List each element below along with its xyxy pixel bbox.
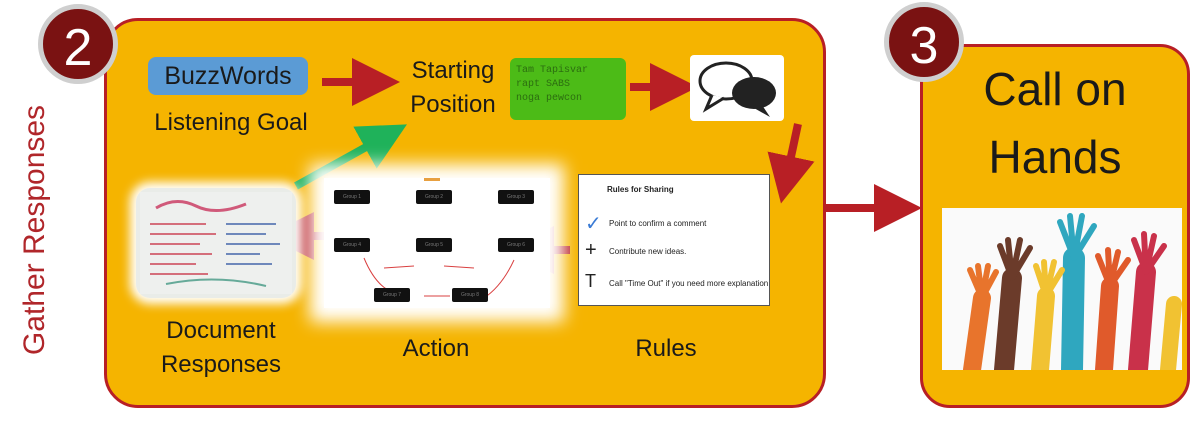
action-block: Group 5 [416, 238, 452, 252]
starting-position-card: Tam Tapisvar rapt SABS noga pewcon [510, 58, 626, 120]
speech-bubbles-image [690, 55, 784, 121]
rule-item: Contribute new ideas. [609, 247, 687, 256]
raised-hands-icon [963, 213, 1182, 370]
timeout-icon: T [585, 271, 596, 291]
action-block: Group 1 [334, 190, 370, 204]
responses-label-line2: Responses [160, 351, 282, 378]
raised-hands-image [942, 208, 1182, 370]
action-block: Group 7 [374, 288, 410, 302]
buzzwords-logo: BuzzWords [148, 57, 308, 95]
step-3-badge: 3 [884, 2, 964, 82]
starting-label-line1: Starting [411, 57, 495, 84]
chart-paper-icon [140, 192, 292, 294]
plus-icon: + [585, 239, 597, 261]
rules-label: Rules [635, 335, 697, 362]
action-diagram: Group 1 Group 2 Group 3 Group 4 Group 5 … [324, 178, 550, 308]
hands-label: Hands [988, 131, 1122, 183]
document-responses-photo [136, 188, 296, 298]
rules-card-title: Rules for Sharing [607, 185, 674, 194]
rule-item: Call "Time Out" if you need more explana… [609, 279, 769, 288]
document-label-line1: Document [166, 317, 276, 344]
rule-item: Point to confirm a comment [609, 219, 707, 228]
listening-goal-label: Listening Goal [154, 109, 308, 136]
action-block: Group 2 [416, 190, 452, 204]
arrow-document-to-start [294, 124, 407, 190]
call-on-label: Call on [983, 63, 1127, 115]
position-label-line2: Position [410, 91, 496, 118]
action-block: Group 4 [334, 238, 370, 252]
check-icon: ✓ [585, 213, 602, 235]
action-block: Group 8 [452, 288, 488, 302]
action-block: Group 6 [498, 238, 534, 252]
action-label: Action [402, 335, 470, 362]
action-connectors [363, 178, 515, 299]
step-2-badge: 2 [38, 4, 118, 84]
arrow-speech-to-rules [767, 123, 815, 204]
action-block: Group 3 [498, 190, 534, 204]
speech-bubbles-icon [698, 61, 776, 117]
rules-card: Rules for Sharing ✓ Point to confirm a c… [578, 174, 770, 306]
